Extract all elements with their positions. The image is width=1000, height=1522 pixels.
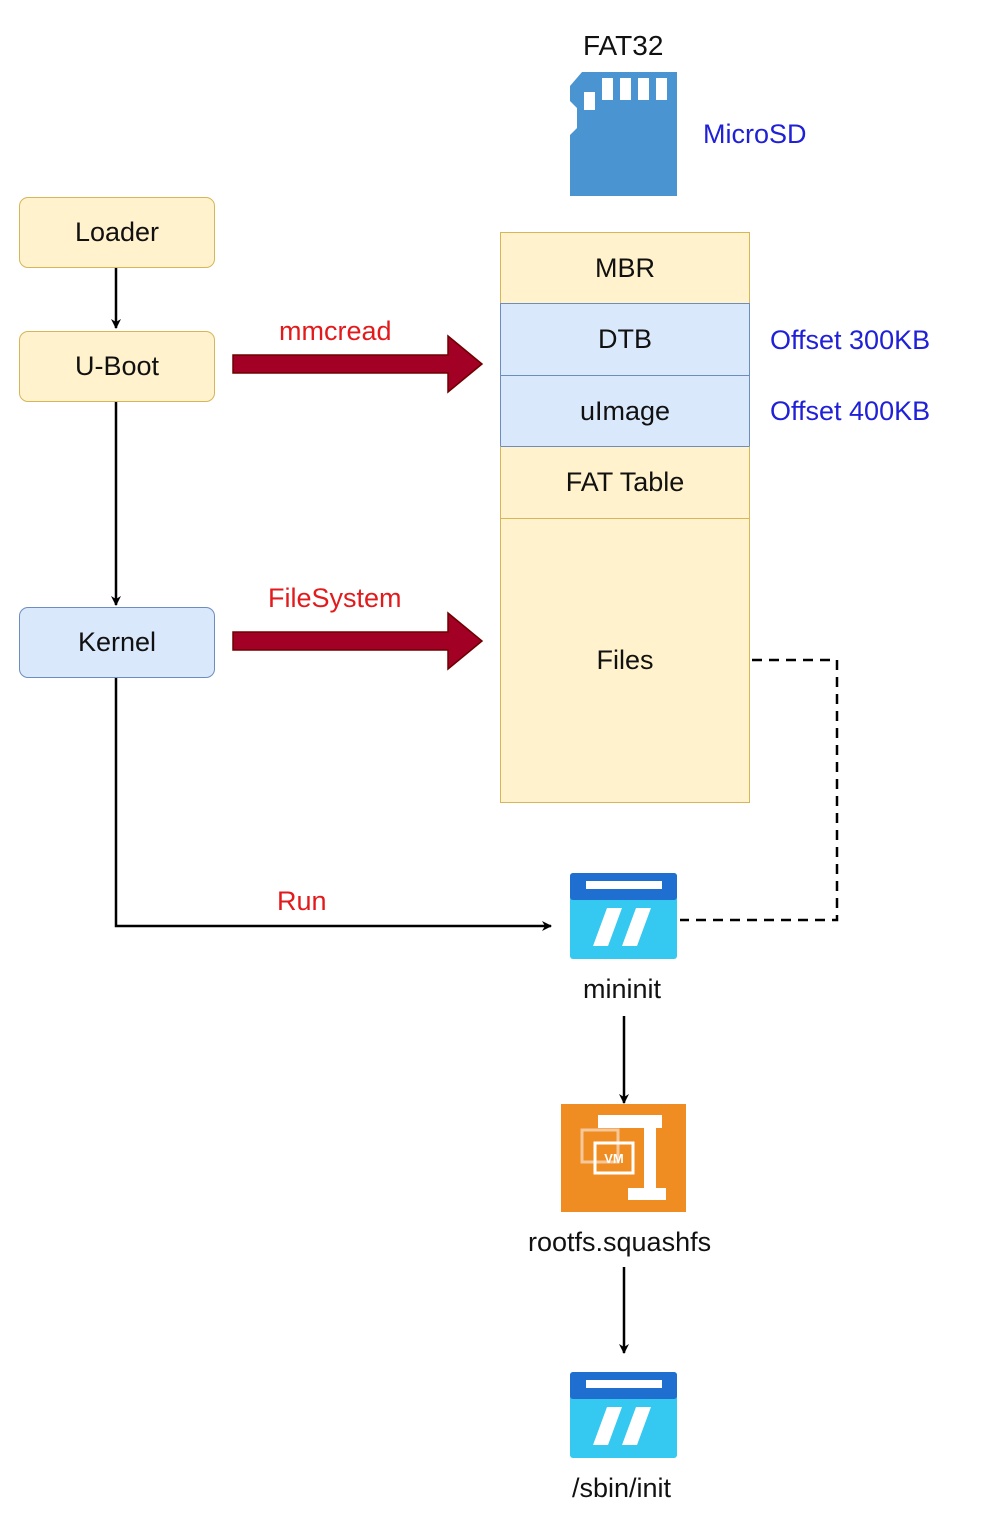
init-executable-window-icon (570, 1372, 677, 1458)
filesystem-label: FileSystem (268, 583, 402, 613)
uimage-offset-label: Offset 400KB (770, 396, 931, 426)
dtb-offset-label: Offset 300KB (770, 325, 931, 355)
partition-fat-table-label: FAT Table (565, 467, 685, 497)
rootfs-label: rootfs.squashfs (528, 1227, 712, 1257)
svg-text:VM: VM (604, 1151, 624, 1166)
mininit-executable-window-icon (570, 873, 677, 959)
loader-node[interactable]: Loader (19, 197, 215, 268)
fat32-label: FAT32 (583, 30, 664, 61)
partition-files-label: Files (596, 645, 654, 675)
run-label: Run (277, 886, 327, 916)
sd-card-icon (570, 72, 677, 196)
partition-files[interactable]: Files (500, 518, 750, 803)
partition-dtb[interactable]: DTB (500, 303, 750, 375)
mininit-label: mininit (583, 974, 662, 1004)
partition-uimage-label: uImage (579, 395, 671, 426)
partition-dtb-label: DTB (598, 324, 652, 354)
partition-mbr[interactable]: MBR (500, 232, 750, 303)
loader-label: Loader (74, 217, 160, 247)
partition-mbr-label: MBR (595, 252, 655, 283)
sd-layout-stack: MBR DTB uImage FAT Table Files (500, 232, 750, 803)
uboot-node[interactable]: U-Boot (19, 331, 215, 402)
init-label: /sbin/init (572, 1473, 672, 1503)
kernel-label: Kernel (77, 627, 157, 657)
rootfs-vm-image-icon: VM (561, 1104, 686, 1212)
edge-kernel-mininit (114, 678, 552, 931)
microsd-label: MicroSD (703, 119, 807, 149)
partition-uimage[interactable]: uImage (500, 375, 750, 446)
kernel-node[interactable]: Kernel (19, 607, 215, 678)
filesystem-arrow (232, 611, 484, 671)
partition-fat-table[interactable]: FAT Table (500, 446, 750, 518)
mmcread-arrow (232, 334, 484, 394)
uboot-label: U-Boot (74, 351, 160, 381)
files-mininit-dashed-connector (680, 658, 839, 922)
mmcread-label: mmcread (279, 316, 392, 346)
